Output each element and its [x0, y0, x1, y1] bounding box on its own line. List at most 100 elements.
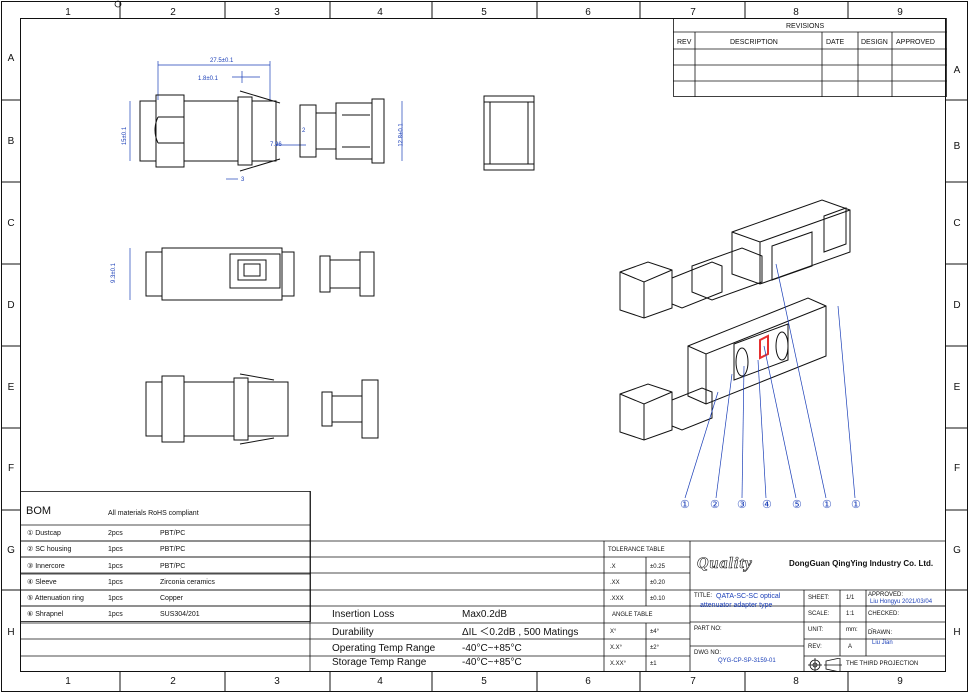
zone-row-label: F [7, 463, 15, 474]
zone-row-label: A [953, 65, 961, 76]
drawn-label: DRAWN: [868, 630, 893, 636]
bom-item-qty: 1pcs [108, 546, 123, 553]
end-view-drawing [483, 95, 535, 171]
dwg-no-value: QYG-CP-SP-3159-01 [718, 658, 776, 664]
angle-value: ±1 [650, 661, 657, 667]
zone-row-label: C [953, 218, 961, 229]
angle-key: X.XX° [610, 661, 627, 667]
bom-item-name: ⑥ Shrapnel [27, 611, 64, 618]
bom-title: BOM [26, 505, 52, 517]
zone-col-label: 5 [481, 7, 487, 18]
unit-label: UNIT: [808, 627, 823, 633]
zone-row-label: E [7, 382, 15, 393]
angle-key: X.X° [610, 645, 623, 651]
zone-row-label: B [953, 141, 961, 152]
zone-col-label: 1 [65, 7, 71, 18]
zone-row-label: E [953, 382, 961, 393]
zone-col-label: 3 [274, 676, 280, 687]
zone-col-label: 1 [65, 676, 71, 687]
sheet-label: SHEET: [808, 595, 830, 601]
bom-item-material: Zirconia ceramics [160, 579, 215, 586]
dim-length: 27.5±0.1 [210, 58, 234, 64]
zone-col-label: 6 [585, 676, 591, 687]
dwg-no-label: DWG NO: [694, 650, 721, 656]
revisions-title: REVISIONS [786, 23, 825, 30]
dim-offset: 1.8±0.1 [198, 76, 218, 82]
zone-row-label: C [7, 218, 15, 229]
tolerance-key: .XXX [610, 596, 624, 602]
company-name: DongGuan QingYing Industry Co. Ltd. [789, 559, 934, 568]
angle-key: X° [610, 629, 617, 635]
tolerance-value: ±0.20 [650, 580, 665, 586]
zone-col-label: 2 [170, 7, 176, 18]
bom-item-material: PBT/PC [160, 563, 186, 570]
rev-label: REV: [808, 644, 822, 650]
angle-value: ±4° [650, 629, 660, 635]
zone-row-label: G [953, 545, 961, 556]
bom-note: All materials RoHS compliant [108, 510, 199, 517]
dim-inner-width: 7.96 [270, 142, 282, 148]
bom-item-name: ④ Sleeve [27, 579, 57, 586]
part-no-label: PART NO: [694, 626, 722, 632]
projection-label: THE THIRD PROJECTION [846, 661, 919, 667]
bom-item-material: PBT/PC [160, 546, 186, 553]
tolerance-value: ±0.10 [650, 596, 665, 602]
callout-innercore: ③ [737, 499, 747, 511]
rev-header-description: DESCRIPTION [730, 39, 778, 46]
callout-sleeve: ④ [762, 499, 772, 511]
zone-col-label: 4 [377, 676, 383, 687]
tolerance-value: ±0.25 [650, 564, 665, 570]
zone-col-label: 9 [897, 676, 903, 687]
rev-header-approved: APPROVED [896, 39, 935, 46]
spec-value: ΔIL ＜0.2dB , 500 Matings [462, 627, 579, 638]
dim-gap: 2 [302, 128, 306, 134]
drawn-value: Liu Jian [872, 640, 893, 646]
zone-col-label: 3 [274, 7, 280, 18]
bom-item-name: ① Dustcap [27, 530, 61, 537]
bom-item-qty: 1pcs [108, 595, 123, 602]
front-view-drawing [129, 61, 403, 180]
projection-symbol-icon [808, 658, 842, 672]
zone-col-label: 4 [377, 7, 383, 18]
rev-header-rev: REV [677, 39, 692, 46]
bom-item-material: PBT/PC [160, 530, 186, 537]
spec-value: -40°C~+85°C [462, 657, 522, 668]
zone-col-label: 6 [585, 7, 591, 18]
zone-col-label: 8 [793, 7, 799, 18]
callout-dustcap-2: ① [822, 499, 832, 511]
rev-header-date: DATE [826, 39, 845, 46]
zone-col-label: 8 [793, 676, 799, 687]
bom-item-name: ③ Innercore [27, 563, 65, 570]
title-label: TITLE: [694, 593, 713, 599]
spec-value: -40°C~+85°C [462, 643, 522, 654]
zone-row-label: G [7, 545, 15, 556]
zone-row-label: D [7, 300, 15, 311]
zone-row-label: H [953, 627, 961, 638]
unit-value: mm: [846, 627, 858, 633]
company-logo: Quality [697, 555, 753, 572]
angle-value: ±2° [650, 645, 660, 651]
spec-value: Max0.2dB [462, 609, 508, 620]
zone-row-label: D [953, 300, 961, 311]
spec-label: Durability [332, 627, 374, 638]
bom-item-material: Copper [160, 595, 183, 602]
callout-housing: ② [710, 499, 720, 511]
zone-row-label: A [7, 53, 15, 64]
spec-label: Insertion Loss [332, 609, 395, 620]
exploded-view-drawing [619, 199, 856, 499]
spec-label: Storage Temp Range [332, 657, 427, 668]
sheet-value: 1/1 [846, 595, 855, 601]
callout-dustcap-3: ① [851, 499, 861, 511]
scale-value: 1:1 [846, 611, 855, 617]
scale-label: SCALE: [808, 611, 830, 617]
drawing-inner-border [20, 18, 946, 672]
checked-label: CHECKED: [868, 611, 900, 617]
zone-col-label: 5 [481, 676, 487, 687]
bom-item-qty: 1pcs [108, 611, 123, 618]
dim-step: 3 [241, 177, 245, 183]
tolerance-title: TOLERANCE TABLE [608, 547, 665, 553]
approved-value: Liu Hongyu 2021/03/04 [870, 599, 933, 605]
rev-header-design: DESIGN [861, 39, 888, 46]
